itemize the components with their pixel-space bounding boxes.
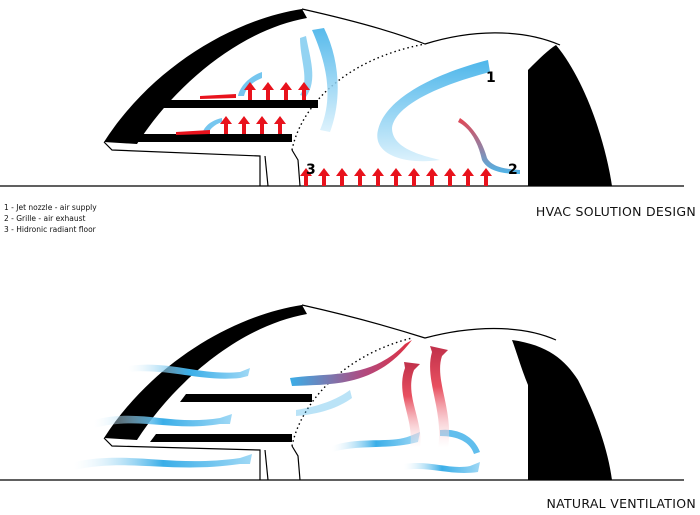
left-shell-bottom	[104, 305, 307, 440]
roof-line-top	[301, 8, 561, 46]
down-flow-top	[312, 28, 338, 132]
wind-stream-7	[404, 462, 480, 473]
radiant-floor-arrows	[300, 168, 492, 186]
marker-1: 1	[486, 70, 496, 86]
heat-arrows-upper	[200, 82, 310, 100]
wind-stream-2	[94, 414, 232, 428]
upper-slab-bottom	[180, 394, 312, 402]
right-shell-bottom	[512, 340, 612, 480]
glass-wall-bottom	[291, 445, 301, 481]
legend: 1 - Jet nozzle - air supply 2 - Grille -…	[4, 202, 97, 235]
wind-stream-1	[128, 364, 250, 379]
lower-slab-top	[121, 134, 292, 142]
left-shell-top	[104, 9, 307, 144]
legend-item-grille: 2 - Grille - air exhaust	[4, 214, 86, 223]
left-return-flow-lower	[202, 118, 222, 134]
exhaust-flow	[458, 118, 520, 174]
wind-stream-8	[440, 429, 480, 454]
marker-2: 2	[508, 162, 518, 178]
lower-slab-bottom	[150, 434, 292, 442]
warm-updraft-1	[402, 362, 421, 448]
wind-stream-3	[74, 454, 252, 470]
jet-flow-1	[377, 60, 490, 162]
marker-3: 3	[306, 162, 316, 178]
base-outline-top	[103, 141, 269, 187]
right-shell-top	[528, 45, 612, 186]
warm-updraft-2	[430, 346, 450, 448]
hvac-title: HVAC SOLUTION DESIGN	[535, 204, 696, 219]
wind-stream-4	[290, 340, 412, 386]
base-outline-bottom	[103, 437, 269, 481]
roof-line-bottom	[301, 304, 557, 341]
legend-item-radiant-floor: 3 - Hidronic radiant floor	[4, 225, 96, 234]
natural-section	[0, 304, 684, 481]
hvac-section: 1 2 3	[0, 8, 684, 187]
glass-wall-top	[291, 149, 301, 187]
natural-ventilation-title: NATURAL VENTILATION	[546, 496, 696, 511]
wind-stream-5	[296, 390, 352, 416]
legend-item-jet-nozzle: 1 - Jet nozzle - air supply	[4, 203, 97, 212]
heat-arrows-lower	[176, 116, 286, 135]
curl-flow-top	[300, 36, 313, 97]
wind-stream-6	[332, 432, 420, 452]
upper-slab-top	[150, 100, 318, 108]
